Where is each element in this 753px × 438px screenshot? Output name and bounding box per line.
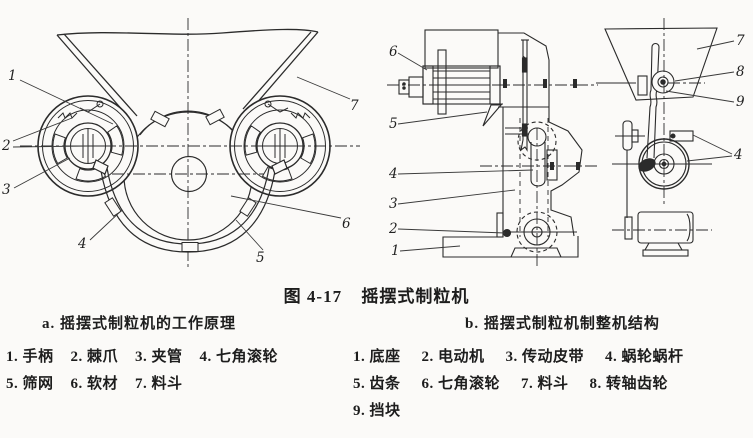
callout-label: 8: [736, 64, 745, 80]
legend-item: 5. 齿条: [353, 376, 401, 392]
legend-item: 7. 料斗: [521, 376, 569, 392]
bottom-pulley: [502, 211, 577, 253]
callout-label: 5: [256, 250, 265, 266]
callout-label: 3: [2, 182, 11, 198]
panel-b-legend-line-2: 5. 齿条 6. 七角滚轮 7. 料斗 8. 转轴齿轮: [353, 372, 668, 393]
legend-item: 6. 软材: [70, 376, 119, 392]
panel-a-legend-line-2: 5. 筛网 6. 软材 7. 料斗: [6, 372, 183, 393]
callout-label: 6: [342, 216, 351, 232]
callout-label: 1: [8, 68, 17, 84]
gear-and-fork: [505, 118, 558, 237]
motor: [624, 211, 694, 257]
legend-item: 8. 转轴齿轮: [589, 376, 669, 392]
rack-rod: [520, 39, 529, 152]
legend-item: 9. 挡块: [353, 403, 401, 419]
callout-label: 4: [733, 147, 743, 163]
front-center-lines: [596, 18, 712, 231]
panel-b-front-drawing: 7 8 9 4: [596, 18, 745, 257]
panel-a-caption: a. 摇摆式制粒机的工作原理: [42, 316, 237, 332]
legend-item: 4. 七角滚轮: [199, 349, 279, 365]
center-lines: [20, 18, 360, 268]
cage-shaft: [398, 76, 424, 98]
legend-item: 2. 电动机: [421, 349, 485, 365]
panel-a-drawing: 1 2 3 4 5 6 7: [1, 18, 360, 268]
hopper-outline: [56, 28, 319, 121]
machine-base: [442, 236, 579, 258]
callout-label: 9: [736, 94, 745, 110]
callout-label: 4: [388, 166, 398, 182]
side-center-lines: [387, 79, 598, 268]
figure-number: 图 4-17: [283, 287, 343, 306]
leader-lines: [12, 76, 351, 251]
panel-b-legend-line-3: 9. 挡块: [353, 399, 401, 420]
legend-item: 4. 蜗轮蜗杆: [605, 349, 684, 365]
belt-pulley: [615, 120, 645, 218]
callout-label: 5: [389, 116, 398, 132]
figure-title: 图 4-17 摇摆式制粒机: [0, 288, 753, 305]
panel-b-side-drawing: 6 5 4 3 2 1: [387, 29, 598, 268]
legend-item: 5. 筛网: [6, 376, 54, 392]
leader-lines: [665, 40, 735, 162]
panel-b-caption: b. 摇摆式制粒机制整机结构: [465, 316, 660, 332]
panel-a-legend-line-1: 1. 手柄 2. 棘爪 3. 夹管 4. 七角滚轮: [6, 345, 278, 366]
panel-b-legend-line-1: 1. 底座 2. 电动机 3. 传动皮带 4. 蜗轮蜗杆: [353, 345, 684, 366]
legend-item: 3. 夹管: [135, 349, 183, 365]
legend-item: 6. 七角滚轮: [421, 376, 501, 392]
callout-label: 6: [389, 44, 398, 60]
worm-wheel: [638, 130, 694, 190]
callout-label: 1: [391, 243, 400, 259]
legend-item: 2. 棘爪: [70, 349, 119, 365]
callout-label: 7: [350, 98, 359, 114]
figure-name: 摇摆式制粒机: [361, 287, 470, 306]
leader-lines: [397, 52, 534, 252]
legend-item: 1. 底座: [353, 349, 401, 365]
legend-item: 3. 传动皮带: [505, 349, 585, 365]
shaft-gear: [651, 70, 675, 94]
legend-item: 7. 料斗: [135, 376, 183, 392]
legend-item: 1. 手柄: [6, 349, 54, 365]
machine-column: [496, 32, 583, 238]
front-hopper: [604, 27, 718, 101]
callout-label: 4: [77, 236, 87, 252]
scraper: [482, 104, 503, 127]
callout-label: 2: [1, 138, 11, 154]
side-hopper: [424, 29, 499, 115]
callout-label: 2: [388, 221, 398, 237]
callout-label: 7: [736, 33, 745, 49]
callout-label: 3: [389, 196, 398, 212]
